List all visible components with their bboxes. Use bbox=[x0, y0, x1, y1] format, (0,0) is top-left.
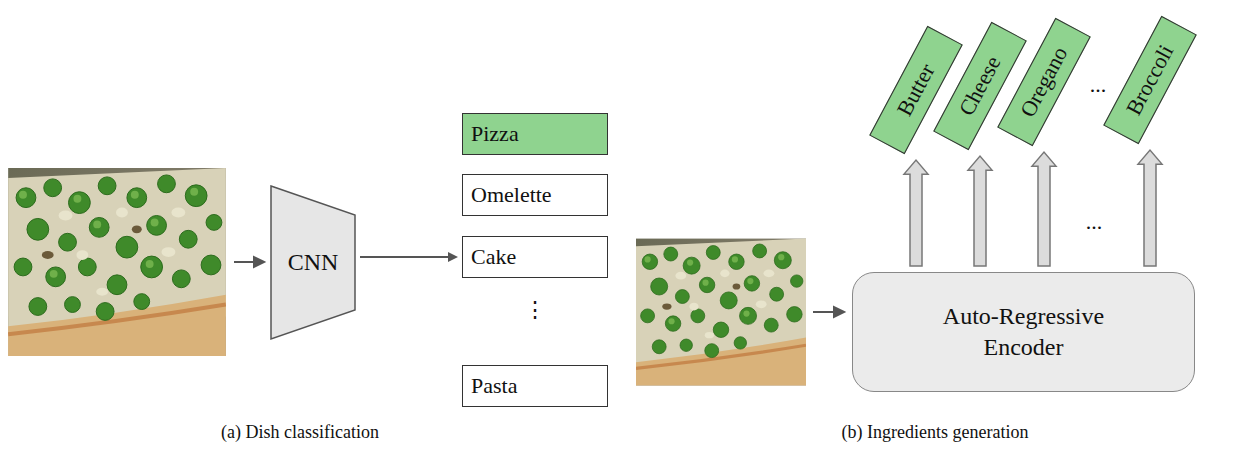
node-text: Pasta bbox=[471, 373, 517, 399]
node-text: CNN bbox=[288, 249, 339, 276]
connector bbox=[1032, 152, 1056, 266]
node-text: Butter bbox=[892, 60, 941, 121]
node-text: Omelette bbox=[471, 182, 552, 208]
subcaption: (b) Ingredients generation bbox=[842, 422, 1029, 443]
ingredient-box: Broccoli bbox=[1103, 16, 1197, 144]
connector bbox=[1138, 150, 1162, 266]
ellipsis: ... bbox=[1086, 209, 1103, 235]
node-text: Oregano bbox=[1015, 42, 1074, 121]
pizza-photo bbox=[636, 239, 806, 386]
connector bbox=[360, 252, 458, 262]
connector bbox=[968, 156, 992, 266]
connector bbox=[904, 160, 928, 266]
encoder-box: Auto-Regressive Encoder bbox=[852, 272, 1195, 392]
node-text: Cheese bbox=[954, 52, 1007, 120]
class-box: Pizza bbox=[462, 113, 608, 155]
pizza-photo bbox=[8, 168, 226, 356]
node-text: Pizza bbox=[471, 121, 519, 147]
class-box: Cake bbox=[462, 236, 608, 278]
ellipsis: ... bbox=[1090, 72, 1107, 98]
node-text: Auto-Regressive Encoder bbox=[924, 301, 1124, 363]
ellipsis: ⋮ bbox=[524, 297, 546, 323]
node-text: Cake bbox=[471, 244, 516, 270]
class-box: Pasta bbox=[462, 365, 608, 407]
class-box: Omelette bbox=[462, 174, 608, 216]
cnn-trapezoid: CNN bbox=[270, 185, 356, 340]
subcaption: (a) Dish classification bbox=[221, 422, 379, 443]
node-text: Broccoli bbox=[1121, 40, 1180, 119]
